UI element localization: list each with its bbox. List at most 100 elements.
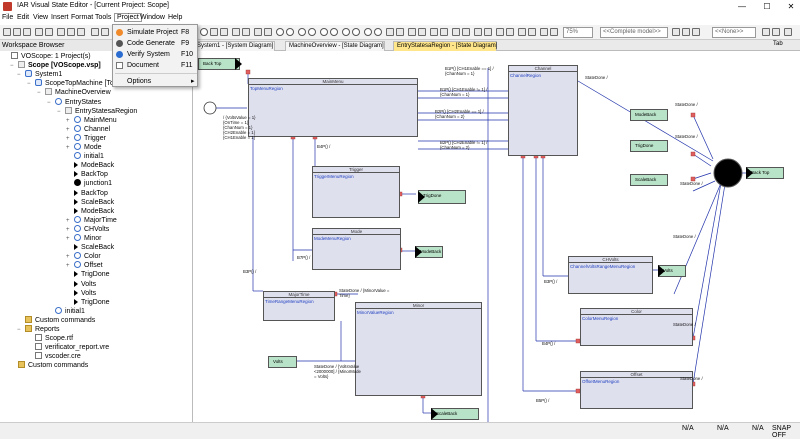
tree-item[interactable]: −Reports	[17, 325, 60, 334]
zoom-out-icon[interactable]	[540, 28, 548, 36]
expand-toggle-icon[interactable]: −	[17, 72, 21, 79]
tree-item[interactable]: −Scope [VOScope.vsp]	[10, 61, 101, 70]
expand-toggle-icon[interactable]: −	[47, 99, 51, 106]
tree-item[interactable]: +Channel	[66, 124, 110, 134]
tree-item[interactable]: BackTop	[66, 170, 108, 179]
tree-item[interactable]: +Offset	[66, 261, 103, 270]
deep-history-icon[interactable]	[308, 28, 316, 36]
expand-toggle-icon[interactable]: −	[57, 108, 61, 115]
align-icon[interactable]	[408, 28, 416, 36]
history-icon[interactable]	[298, 28, 306, 36]
font-icon[interactable]	[440, 28, 448, 36]
tree-item[interactable]: Custom commands	[10, 361, 88, 370]
state-trigger[interactable]: Trigger TriggerMenuRegion	[312, 166, 400, 218]
tree-item[interactable]: Volts	[66, 289, 96, 298]
junction-icon[interactable]	[320, 28, 328, 36]
tree-item[interactable]: VOScope: 1 Project(s)	[3, 52, 91, 61]
zoom-in-icon[interactable]	[528, 28, 536, 36]
tree-item[interactable]: verificator_report.vre	[27, 343, 109, 352]
layer-icon[interactable]	[474, 28, 482, 36]
undo-icon[interactable]	[91, 28, 99, 36]
state-channel[interactable]: Channel ChannelRegion	[508, 65, 578, 156]
copy-icon[interactable]	[67, 28, 75, 36]
expand-toggle-icon[interactable]: +	[66, 145, 70, 151]
exit-point-icon[interactable]	[374, 28, 382, 36]
tree-item[interactable]: +Minor	[66, 234, 102, 243]
expand-toggle-icon[interactable]: +	[66, 254, 70, 261]
build-icon[interactable]	[762, 28, 770, 36]
expand-toggle-icon[interactable]: −	[10, 63, 14, 70]
select-tool-icon[interactable]	[254, 28, 262, 36]
grid-icon[interactable]	[452, 28, 460, 36]
state-offset[interactable]: Offset OffsetMenuRegion	[580, 371, 693, 409]
state-majortime[interactable]: MajorTime TimeRangeMenuRegion	[263, 291, 335, 321]
menu-item-verify-system[interactable]: Verify System F10	[113, 49, 199, 60]
bring-front-icon[interactable]	[506, 28, 514, 36]
zoom-combo[interactable]: 75%	[563, 27, 593, 38]
print-icon[interactable]	[35, 28, 43, 36]
join-icon[interactable]	[352, 28, 360, 36]
tree-item[interactable]: TrigDone	[66, 270, 110, 279]
menu-window[interactable]: Window	[140, 14, 165, 21]
state-color[interactable]: Color ColorMenuRegion	[580, 308, 693, 346]
menu-project[interactable]: Project	[114, 13, 142, 22]
snap-icon[interactable]	[462, 28, 470, 36]
state-minor[interactable]: Minor MinorValueRegion	[355, 302, 482, 396]
terminal-scaleback[interactable]: ScaleBack	[431, 408, 479, 420]
group-icon[interactable]	[484, 28, 492, 36]
tree-item[interactable]: −ScopeTopMachine [To	[27, 79, 114, 88]
filter-icon[interactable]	[672, 28, 680, 36]
state-chvolts[interactable]: CHVolts ChannelVoltsRangeMenuRegion	[568, 256, 653, 294]
paste-icon[interactable]	[77, 28, 85, 36]
tree-item[interactable]: +Color	[66, 252, 101, 261]
expand-toggle-icon[interactable]: +	[66, 226, 70, 233]
menu-item-options[interactable]: Options ▸	[127, 78, 195, 85]
tree-item[interactable]: Custom commands	[17, 315, 95, 325]
tree-item[interactable]: +MajorTime	[66, 215, 117, 225]
terminal-modeback[interactable]: ModeBack	[415, 246, 443, 258]
maximize-button[interactable]: ☐	[763, 2, 771, 11]
expand-toggle-icon[interactable]: +	[66, 236, 70, 242]
expand-toggle-icon[interactable]: +	[66, 135, 70, 142]
menu-format[interactable]: Format	[71, 14, 94, 21]
expand-toggle-icon[interactable]: +	[66, 126, 70, 133]
none-combo[interactable]: <<None>>	[712, 27, 756, 38]
text-tool-icon[interactable]	[242, 28, 250, 36]
tree-item[interactable]: initial1	[47, 306, 85, 316]
menu-item-document[interactable]: Document F11	[113, 60, 199, 71]
close-button[interactable]: ✕	[787, 2, 795, 11]
terminal-modeback-right[interactable]: ModeBack	[630, 109, 668, 121]
menu-tools[interactable]: Tools	[95, 14, 112, 21]
terminal-trigdone[interactable]: TrigDone	[418, 190, 466, 204]
ungroup-icon[interactable]	[496, 28, 504, 36]
new-file-icon[interactable]	[3, 28, 11, 36]
expand-toggle-icon[interactable]: +	[66, 263, 70, 270]
tree-item[interactable]: −EntryStatesaRegion	[57, 106, 137, 116]
expand-toggle-icon[interactable]: +	[66, 117, 70, 124]
note-tool-icon[interactable]	[232, 28, 240, 36]
send-back-icon[interactable]	[518, 28, 526, 36]
line-tool-icon[interactable]	[264, 28, 272, 36]
terminal-backtop[interactable]: Back Top	[198, 58, 240, 70]
tools-icon[interactable]	[784, 28, 792, 36]
state-tool-icon[interactable]	[200, 28, 208, 36]
entry-point-icon[interactable]	[364, 28, 372, 36]
tree-item[interactable]: +MainMenu	[66, 115, 117, 125]
fork-icon[interactable]	[342, 28, 350, 36]
menu-file[interactable]: File	[2, 14, 14, 21]
initial-state-icon[interactable]	[276, 28, 284, 36]
menu-insert[interactable]: Insert	[51, 14, 69, 21]
tree-item[interactable]: −MachineOverview	[37, 88, 111, 97]
tree-item[interactable]: Volts	[66, 280, 96, 289]
state-mode[interactable]: Mode ModeMenuRegion	[312, 228, 401, 270]
debug-icon[interactable]	[772, 28, 780, 36]
tree-item[interactable]: BackTop	[66, 189, 108, 198]
tree-item[interactable]: +Mode	[66, 143, 102, 152]
menu-view[interactable]: View	[33, 14, 49, 21]
complete-model-combo[interactable]: <<Complete model>>	[600, 27, 668, 38]
state-mainmenu[interactable]: MainMenu TopMenuRegion	[248, 78, 418, 137]
color-icon[interactable]	[430, 28, 438, 36]
menu-item-simulate-project[interactable]: Simulate Project F8	[113, 27, 199, 38]
tree-item[interactable]: junction1	[66, 179, 112, 188]
tree-item[interactable]: +Trigger	[66, 133, 106, 143]
